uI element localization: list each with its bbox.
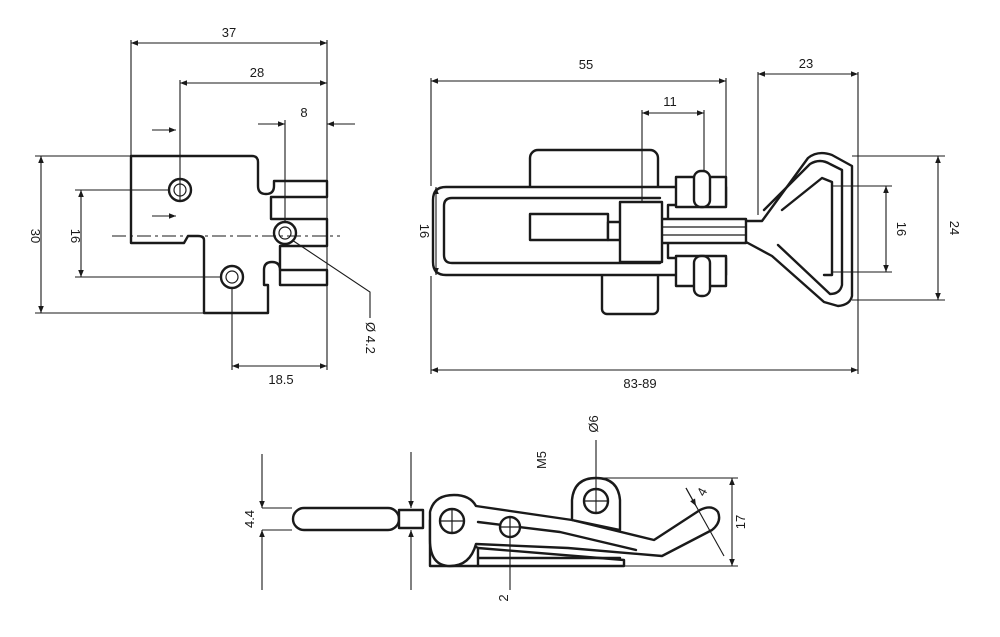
dim-top-body-height: 16 (417, 224, 432, 238)
base-plate-outline (129, 154, 329, 315)
dim-top-hook-length: 23 (799, 56, 813, 71)
dim-side-thread: M5 (534, 451, 549, 469)
base-plate-view: 37 28 8 30 16 18.5 Ø 4.2 (28, 25, 378, 387)
dim-base-width: 37 (222, 25, 236, 40)
side-view: Ø6 M5 2 4.4 17 4 (242, 415, 748, 601)
dim-side-thickness: 4.4 (242, 510, 257, 528)
dim-side-height: 17 (733, 515, 748, 529)
top-view-adjust-nut (618, 200, 664, 264)
dim-base-edge-to-hole: 18.5 (268, 372, 293, 387)
dim-side-pivot-diameter: Ø6 (586, 415, 601, 432)
dim-side-plate: 2 (496, 594, 511, 601)
dim-top-pin-spacing: 11 (663, 94, 677, 109)
dim-base-slot-offset: 8 (300, 105, 307, 120)
dim-base-hole-diameter: Ø 4.2 (363, 322, 378, 354)
top-view-hook (744, 151, 854, 308)
base-plate-lower-slot (278, 268, 329, 287)
dim-top-total-length: 83-89 (623, 376, 656, 391)
dim-top-hook-inner: 16 (894, 222, 909, 236)
dim-side-angle: 4 (694, 485, 711, 498)
side-view-lever (428, 493, 721, 568)
top-view: 55 23 11 16 16 24 83-89 (417, 56, 962, 391)
dim-base-hole-spacing: 28 (250, 65, 264, 80)
side-view-rod-end (291, 506, 401, 532)
base-mount-hole-bottom (219, 264, 245, 290)
dim-base-height: 30 (28, 229, 43, 243)
dim-top-hook-outer: 24 (947, 221, 962, 235)
dim-top-body-length: 55 (579, 57, 593, 72)
dim-base-hole-vspacing: 16 (68, 229, 83, 243)
